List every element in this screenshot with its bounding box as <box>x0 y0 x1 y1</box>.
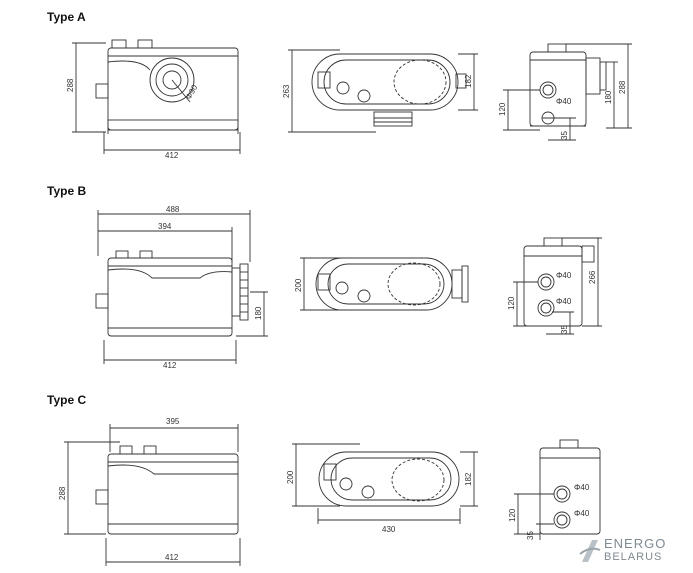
a-side-height2: 288 <box>618 80 627 94</box>
type-a-title: Type A <box>47 10 86 24</box>
c-side-pipe2-height: 120 <box>508 508 517 522</box>
c-front-width: 412 <box>165 553 179 562</box>
b-side-outlet-bottom: 35 <box>560 325 569 334</box>
type-b-title: Type B <box>47 184 87 198</box>
type-c-title: Type C <box>47 393 87 407</box>
c-side-pipe1: Φ40 <box>574 483 590 492</box>
b-front-overall: 488 <box>166 205 180 214</box>
type-b-front-view <box>95 210 268 364</box>
type-c-front-view <box>64 424 241 566</box>
c-top-length: 430 <box>382 525 396 534</box>
logo-swoosh-icon <box>579 540 601 562</box>
energo-belarus-logo: ENERGO BELARUS <box>578 534 688 568</box>
c-front-height: 288 <box>58 486 67 500</box>
type-b-side-view <box>513 237 602 335</box>
b-side-pipe1: Φ40 <box>556 271 572 280</box>
a-top-inlet-height: 182 <box>464 74 473 88</box>
b-side-height: 266 <box>588 270 597 284</box>
c-front-outlet-pos: 395 <box>166 417 180 426</box>
type-c-side-view <box>514 439 601 540</box>
b-side-pipe2-height: 120 <box>507 296 516 310</box>
a-side-height1: 180 <box>604 90 613 104</box>
b-side-pipe2: Φ40 <box>556 297 572 306</box>
b-top-depth: 200 <box>294 278 303 292</box>
b-front-width: 412 <box>163 361 177 370</box>
logo-line1: ENERGO <box>604 536 667 551</box>
c-side-outlet-bottom: 35 <box>526 531 535 540</box>
b-front-outlet-pos: 394 <box>158 222 172 231</box>
type-a-side-view <box>503 43 632 141</box>
logo-line2: BELARUS <box>604 551 663 563</box>
type-b-top-view <box>300 257 469 311</box>
dimension-labels: 412 288 Φ90 263 182 Φ40 120 35 180 288 4… <box>58 74 627 562</box>
a-front-width: 412 <box>165 151 179 160</box>
a-top-depth: 263 <box>282 84 291 98</box>
a-side-pipe1: Φ40 <box>556 97 572 106</box>
a-front-inlet: Φ90 <box>184 83 200 101</box>
b-front-outlet-height: 180 <box>254 306 263 320</box>
a-front-height: 288 <box>66 78 75 92</box>
type-c-top-view <box>292 443 478 524</box>
c-top-depth: 200 <box>286 470 295 484</box>
c-side-pipe2: Φ40 <box>574 509 590 518</box>
a-side-outlet-bottom: 35 <box>560 131 569 140</box>
type-a-top-view <box>288 49 478 133</box>
type-a-front-view <box>72 39 241 154</box>
a-side-pipe1-height: 120 <box>498 102 507 116</box>
c-top-height: 182 <box>464 472 473 486</box>
